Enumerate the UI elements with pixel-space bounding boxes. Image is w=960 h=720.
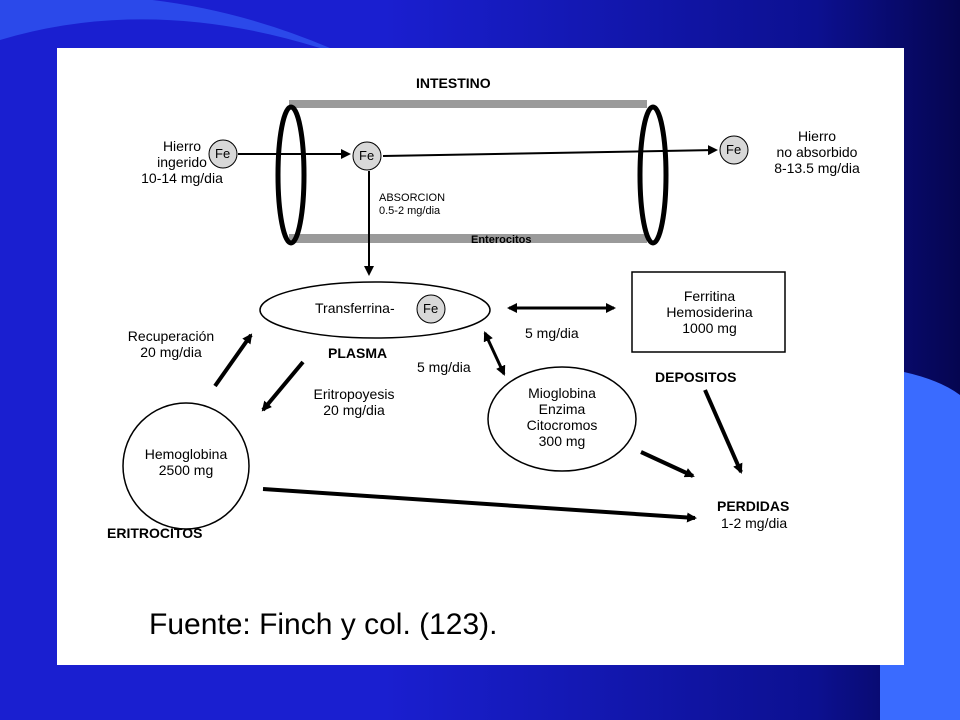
arrow-lumen-out — [382, 145, 718, 157]
flow-label-depositos: 5 mg/dia — [525, 325, 579, 341]
intestino-title: INTESTINO — [416, 75, 491, 91]
iron-diagram — [122, 100, 786, 530]
fe-ingerido-circle — [208, 139, 238, 169]
plasma-label: PLASMA — [328, 345, 388, 361]
fe-ingerido-text: Fe — [215, 146, 231, 161]
depositos-box — [631, 271, 786, 353]
fe-transferrina-text: Fe — [423, 301, 439, 316]
fe-transferrina-circle — [416, 294, 446, 324]
mioglobina-text: Mioglobina Enzima Citocromos 300 mg — [526, 385, 598, 449]
intestine-top-wall — [289, 100, 647, 108]
perdidas-rate: 1-2 mg/dia — [721, 515, 788, 531]
arrow-depositos-perdidas — [703, 389, 743, 474]
intestine-left-ring — [275, 104, 307, 246]
hemoglobina-text: Hemoglobina 2500 mg — [144, 446, 228, 478]
perdidas-label: PERDIDAS — [717, 498, 790, 514]
hemoglobina-circle — [122, 402, 250, 530]
eritropoyesis-label: Eritropoyesis 20 mg/dia — [313, 386, 395, 418]
intestine-right-ring — [637, 104, 669, 246]
arrow-eritropoyesis — [261, 360, 305, 412]
arrow-recuperacion — [213, 333, 253, 388]
fe-no-absorbido-text: Fe — [726, 142, 742, 157]
transferrina-label: Transferrina- — [315, 300, 395, 316]
fe-lumen-circle — [352, 141, 382, 171]
slide-content: INTESTINO Hierro ingerido 10-14 mg/dia F… — [57, 48, 904, 665]
fe-lumen-text: Fe — [359, 148, 375, 163]
intestine-bottom-wall — [289, 234, 647, 243]
hierro-no-absorbido-label: Hierro no absorbido 8-13.5 mg/dia — [774, 128, 860, 176]
arrow-mioglobina-perdidas — [640, 450, 695, 478]
flow-label-mioglobina: 5 mg/dia — [417, 359, 471, 375]
right-blue-panel — [880, 372, 960, 720]
top-swoosh — [0, 0, 330, 48]
enterocitos-label: Enterocitos — [471, 234, 532, 246]
arrow-hemoglobina-perdidas — [262, 487, 697, 523]
mioglobina-ellipse — [487, 366, 637, 472]
arrow-plasma-mioglobina — [483, 331, 506, 376]
hierro-ingerido-label: Hierro ingerido 10-14 mg/dia — [141, 138, 223, 186]
depositos-box-text: Ferritina Hemosiderina 1000 mg — [666, 288, 753, 336]
recuperacion-label: Recuperación 20 mg/dia — [127, 328, 215, 360]
source-citation: Fuente: Finch y col. (123). — [149, 608, 498, 641]
eritrocitos-label: ERITROCITOS — [107, 525, 203, 541]
absorcion-label: ABSORCION 0.5-2 mg/dia — [379, 192, 446, 217]
fe-no-absorbido-circle — [719, 135, 749, 165]
depositos-label: DEPOSITOS — [655, 369, 737, 385]
